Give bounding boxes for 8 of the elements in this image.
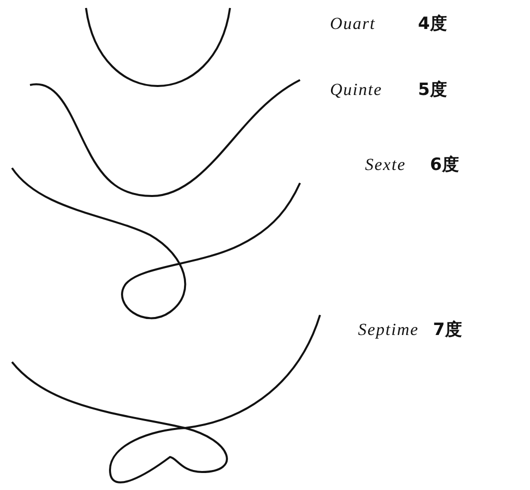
degree-label: 7度 [433,320,462,340]
degree-label: 6度 [430,155,459,175]
degree-label: 4度 [418,14,447,34]
interval-name: Ouart [330,14,376,34]
interval-name: Septime [358,320,419,340]
degree-label: 5度 [418,80,447,100]
interval-name: Quinte [330,80,382,100]
interval-name: Sexte [365,155,406,175]
